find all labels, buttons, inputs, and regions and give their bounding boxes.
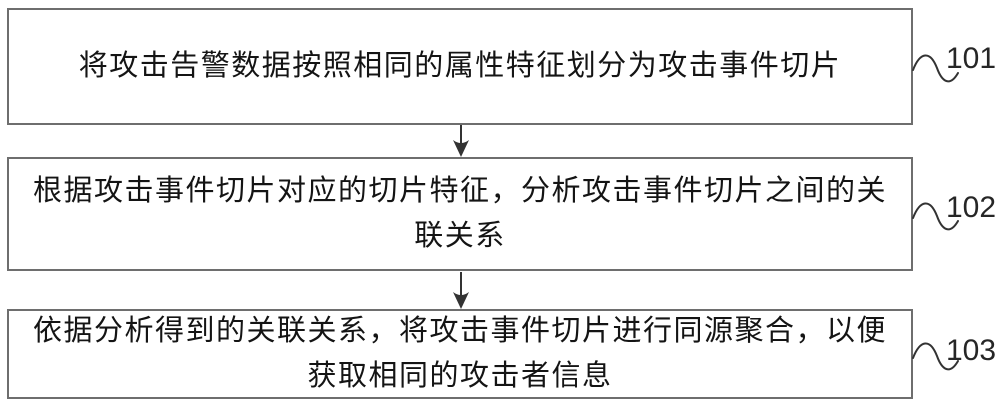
step-text: 根据攻击事件切片对应的切片特征，分析攻击事件切片之间的关 bbox=[32, 175, 887, 207]
reference-squiggle-icon bbox=[912, 340, 960, 380]
down-arrow-icon bbox=[451, 125, 471, 157]
step-text: 依据分析得到的关联关系，将攻击事件切片进行同源聚合，以便 bbox=[32, 315, 887, 347]
step-box-102: 根据攻击事件切片对应的切片特征，分析攻击事件切片之间的关 联关系 bbox=[7, 157, 913, 271]
down-arrow-icon bbox=[451, 272, 471, 309]
reference-squiggle-icon bbox=[912, 200, 960, 240]
step-ref-label-101: 101 bbox=[946, 42, 997, 75]
step-text: 将攻击告警数据按照相同的属性特征划分为攻击事件切片 bbox=[78, 50, 842, 82]
step-ref-label-102: 102 bbox=[946, 191, 997, 224]
step-text: 获取相同的攻击者信息 bbox=[307, 360, 613, 392]
step-box-103: 依据分析得到的关联关系，将攻击事件切片进行同源聚合，以便 获取相同的攻击者信息 bbox=[7, 309, 913, 399]
reference-squiggle-icon bbox=[912, 52, 960, 92]
step-text: 联关系 bbox=[414, 220, 506, 252]
step-box-101: 将攻击告警数据按照相同的属性特征划分为攻击事件切片 bbox=[7, 8, 913, 125]
step-ref-label-103: 103 bbox=[946, 334, 997, 367]
